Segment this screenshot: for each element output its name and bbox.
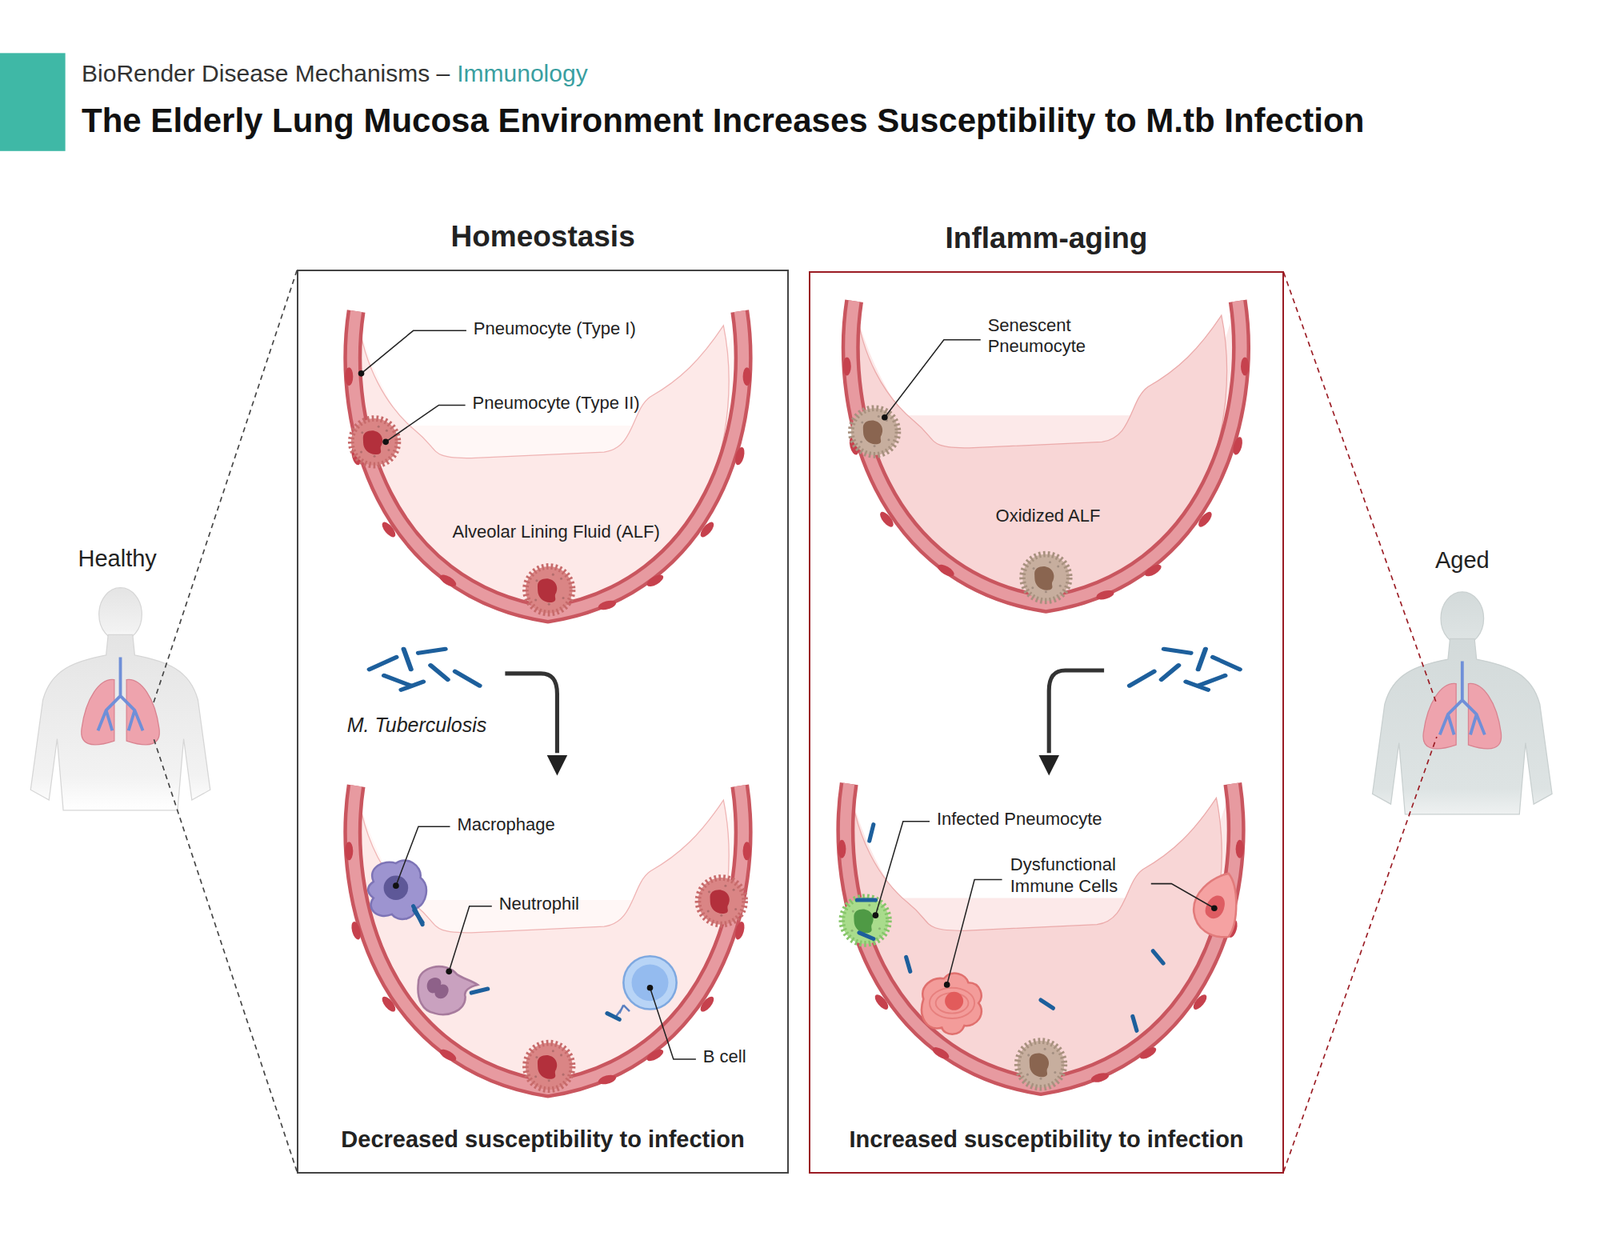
bacteria bbox=[369, 648, 1240, 1031]
category-name: Immunology bbox=[456, 60, 588, 87]
panel-caption: Increased susceptibility to infection bbox=[848, 1126, 1244, 1153]
panel: Inflamm-agingIncreased susceptibility to… bbox=[808, 271, 1284, 1174]
panel-heading: Inflamm-aging bbox=[945, 221, 1148, 256]
alveolus-aged-top bbox=[843, 300, 1250, 604]
annotation-label: Oxidized ALF bbox=[996, 505, 1101, 527]
aged-figure bbox=[1372, 592, 1552, 815]
annotation-label: Macrophage bbox=[456, 813, 555, 835]
panel-heading: Homeostasis bbox=[450, 220, 635, 254]
neutrophil bbox=[417, 966, 488, 1015]
annotation-label: Infected Pneumocyte bbox=[936, 808, 1103, 830]
annotation-label: Pneumocyte (Type II) bbox=[472, 392, 640, 414]
pneumocytes bbox=[351, 408, 1070, 1090]
dysfunctional-cell bbox=[921, 973, 982, 1035]
header-bar bbox=[0, 52, 66, 151]
annotation-label: Dysfunctional Immune Cells bbox=[1010, 854, 1143, 897]
process-arrows bbox=[504, 670, 1104, 753]
arrow-heads bbox=[547, 755, 1060, 776]
healthy-figure bbox=[30, 588, 210, 811]
dysfunctional-cell-wall bbox=[1193, 873, 1236, 937]
alveolus-healthy-top bbox=[344, 311, 752, 615]
annotation-label: Senescent Pneumocyte bbox=[988, 314, 1108, 357]
annotation-label: Aged bbox=[1435, 546, 1490, 575]
annotation-label: Neutrophil bbox=[499, 893, 580, 915]
series-name: BioRender Disease Mechanisms – bbox=[81, 60, 450, 87]
annotation-label: B cell bbox=[703, 1046, 747, 1068]
header-line: BioRender Disease Mechanisms –Immunology bbox=[81, 59, 588, 88]
annotation-label: Alveolar Lining Fluid (ALF) bbox=[452, 520, 660, 542]
annotation-label: Pneumocyte (Type I) bbox=[473, 318, 636, 340]
annotation-label: Healthy bbox=[78, 544, 157, 572]
annotation-label: M. Tuberculosis bbox=[347, 712, 488, 737]
title: The Elderly Lung Mucosa Environment Incr… bbox=[81, 100, 1364, 140]
zoom-lines bbox=[152, 270, 1437, 1172]
b-cell bbox=[607, 956, 677, 1020]
panel-caption: Decreased susceptibility to infection bbox=[340, 1126, 744, 1153]
